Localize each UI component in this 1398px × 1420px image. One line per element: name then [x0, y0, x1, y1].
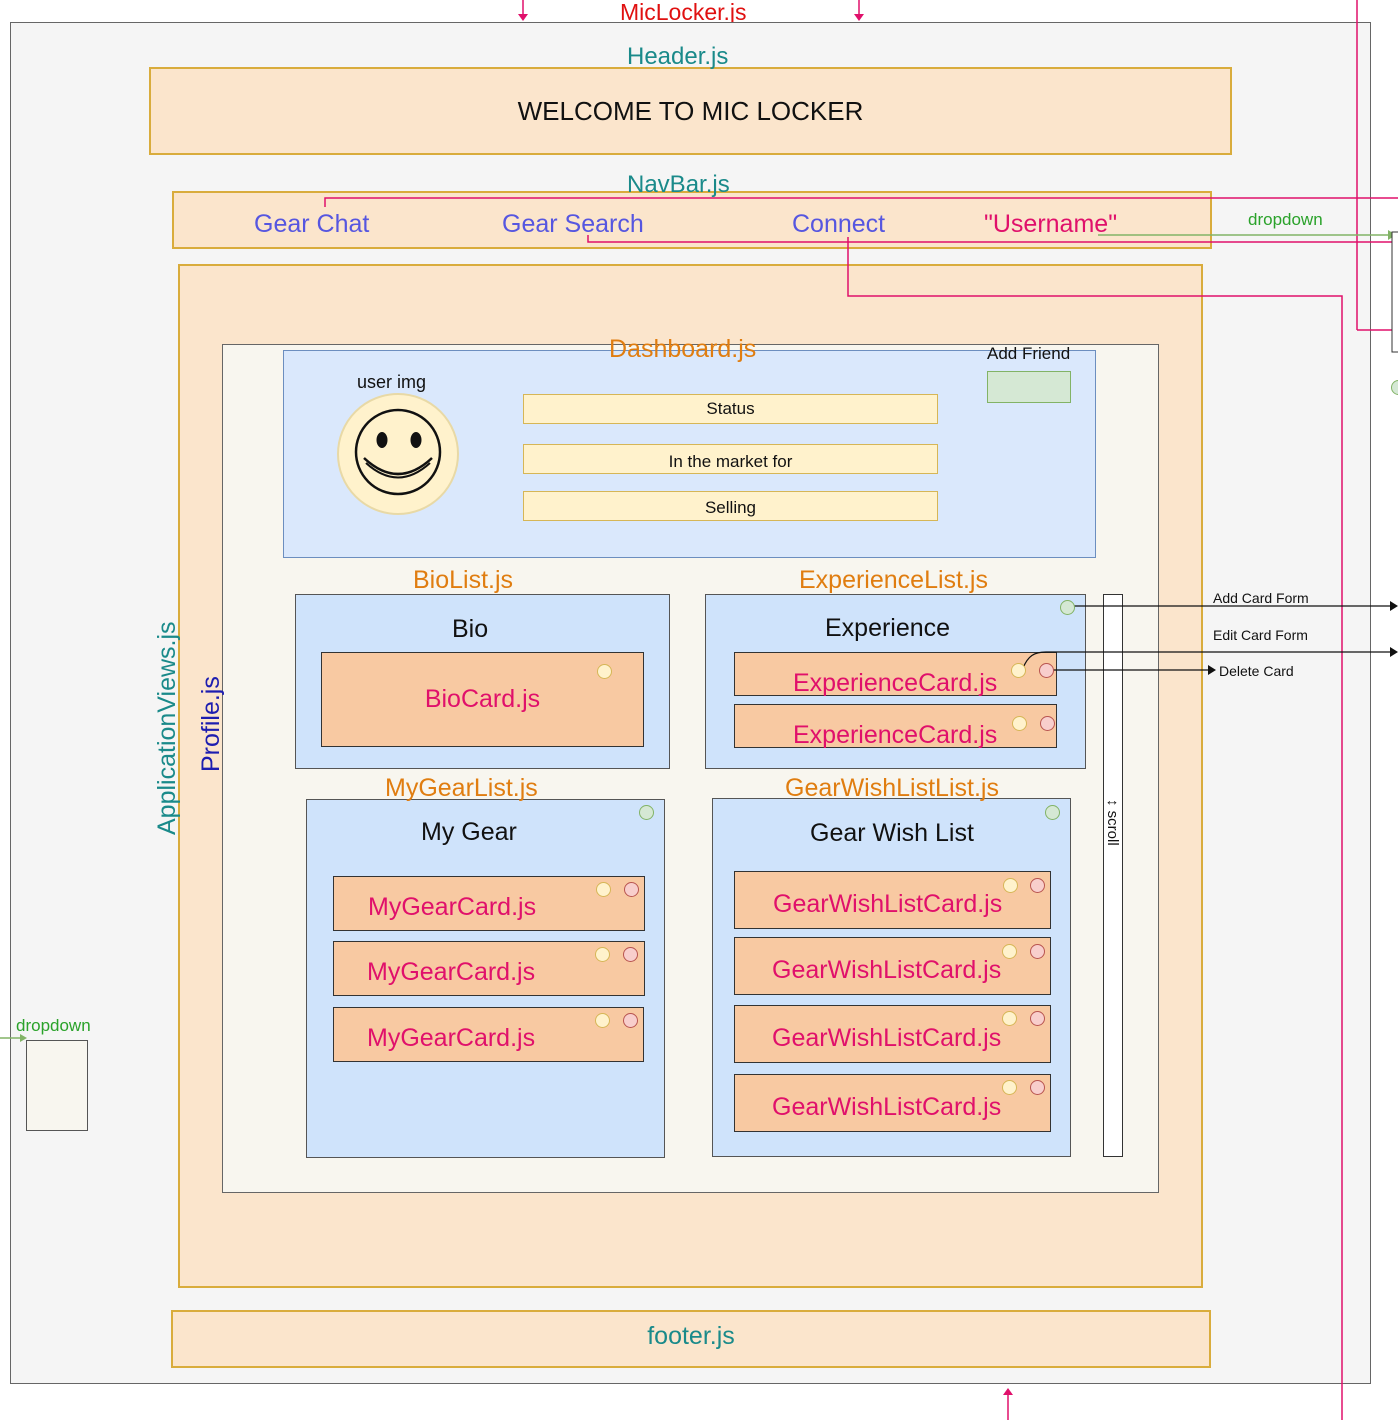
- bio-card-edit-icon[interactable]: [597, 664, 612, 679]
- nav-link-gear-search[interactable]: Gear Search: [502, 210, 644, 238]
- add-friend-button[interactable]: [987, 371, 1071, 403]
- gear-wish-list-card-2-label: GearWishListCard.js: [772, 956, 1002, 984]
- my-gear-card-2-edit-icon[interactable]: [595, 947, 610, 962]
- user-img-label: user img: [357, 372, 427, 392]
- selling-field-label: Selling: [704, 498, 757, 517]
- experience-card-1-edit-icon[interactable]: [1011, 663, 1026, 678]
- experience-card-1[interactable]: ExperienceCard.js: [734, 652, 1057, 696]
- nav-link-connect[interactable]: Connect: [792, 210, 886, 238]
- header-component-label: Header.js: [627, 43, 729, 70]
- gear-wish-list-card-3-label: GearWishListCard.js: [772, 1024, 1002, 1052]
- experience-card-1-label: ExperienceCard.js: [793, 669, 998, 697]
- my-gear-add-icon[interactable]: [639, 805, 654, 820]
- selling-field[interactable]: Selling: [523, 491, 938, 521]
- experience-card-2-label: ExperienceCard.js: [793, 721, 998, 749]
- edit-card-form-label: Edit Card Form: [1213, 627, 1308, 643]
- add-card-form-label: Add Card Form: [1213, 590, 1309, 606]
- scroll-label: ↕ scroll: [1104, 799, 1121, 846]
- nav-link-gear-chat[interactable]: Gear Chat: [254, 210, 370, 238]
- header-box: WELCOME TO MIC LOCKER: [149, 67, 1232, 155]
- navbar-component-label: NavBar.js: [627, 171, 730, 198]
- user-avatar-smiley-icon: [337, 393, 459, 515]
- my-gear-card-2-delete-icon[interactable]: [623, 947, 638, 962]
- left-dropdown-box[interactable]: [26, 1040, 88, 1131]
- gear-wish-list-add-icon[interactable]: [1045, 805, 1060, 820]
- add-friend-label: Add Friend: [987, 344, 1071, 363]
- application-views-label: ApplicationViews.js: [153, 621, 181, 835]
- welcome-title: WELCOME TO MIC LOCKER: [517, 95, 864, 126]
- gear-wish-list-card-4-label: GearWishListCard.js: [772, 1093, 1002, 1121]
- dashboard-label: Dashboard.js: [609, 335, 757, 363]
- status-field[interactable]: Status: [523, 394, 938, 424]
- gear-wish-list-heading: Gear Wish List: [810, 819, 974, 847]
- my-gear-card-1-edit-icon[interactable]: [596, 882, 611, 897]
- my-gear-card-3-edit-icon[interactable]: [595, 1013, 610, 1028]
- gear-wish-list-card-1[interactable]: GearWishListCard.js: [734, 871, 1051, 929]
- bio-card-label: BioCard.js: [424, 685, 541, 713]
- my-gear-card-1[interactable]: MyGearCard.js: [333, 876, 645, 931]
- market-for-field[interactable]: In the market for: [523, 444, 938, 474]
- navbar-dropdown-label: dropdown: [1248, 210, 1323, 229]
- delete-card-label: Delete Card: [1219, 663, 1294, 679]
- market-for-field-label: In the market for: [668, 452, 793, 471]
- gear-wish-list-card-4-delete-icon[interactable]: [1030, 1080, 1045, 1095]
- my-gear-card-2[interactable]: MyGearCard.js: [333, 941, 645, 996]
- scrollbar[interactable]: ↕ scroll: [1103, 594, 1123, 1157]
- my-gear-card-2-label: MyGearCard.js: [367, 958, 536, 986]
- experiencelist-label: ExperienceList.js: [799, 566, 988, 594]
- gearwishlistlist-label: GearWishListList.js: [785, 774, 999, 802]
- experience-heading: Experience: [825, 614, 951, 642]
- gear-wish-list-card-4-edit-icon[interactable]: [1002, 1080, 1017, 1095]
- gear-wish-list-card-2-delete-icon[interactable]: [1030, 944, 1045, 959]
- my-gear-card-3-delete-icon[interactable]: [623, 1013, 638, 1028]
- gear-wish-list-card-1-delete-icon[interactable]: [1030, 878, 1045, 893]
- gear-wish-list-card-2-edit-icon[interactable]: [1002, 944, 1017, 959]
- experience-add-icon[interactable]: [1060, 600, 1075, 615]
- my-gear-card-3-label: MyGearCard.js: [367, 1024, 536, 1052]
- experience-card-1-delete-icon[interactable]: [1039, 663, 1054, 678]
- experience-card-2-delete-icon[interactable]: [1040, 716, 1055, 731]
- gear-wish-list-card-3-edit-icon[interactable]: [1002, 1011, 1017, 1026]
- offscreen-node-icon: [1391, 380, 1398, 395]
- nav-link-username[interactable]: "Username": [984, 210, 1118, 238]
- biolist-label: BioList.js: [413, 566, 514, 594]
- bio-card[interactable]: BioCard.js: [321, 652, 644, 747]
- footer-box: footer.js: [171, 1310, 1211, 1368]
- profile-label: Profile.js: [197, 676, 225, 772]
- bio-heading: Bio: [452, 615, 489, 643]
- experience-card-2[interactable]: ExperienceCard.js: [734, 704, 1057, 748]
- mygearlist-label: MyGearList.js: [385, 774, 538, 802]
- gear-wish-list-card-3-delete-icon[interactable]: [1030, 1011, 1045, 1026]
- gear-wish-list-card-1-label: GearWishListCard.js: [773, 890, 1003, 918]
- gear-wish-list-card-1-edit-icon[interactable]: [1003, 878, 1018, 893]
- experience-card-2-edit-icon[interactable]: [1012, 716, 1027, 731]
- my-gear-card-1-label: MyGearCard.js: [368, 893, 537, 921]
- my-gear-card-1-delete-icon[interactable]: [624, 882, 639, 897]
- my-gear-card-3[interactable]: MyGearCard.js: [333, 1007, 644, 1062]
- my-gear-heading: My Gear: [421, 818, 517, 846]
- app-title: MicLocker.js: [620, 0, 747, 25]
- left-dropdown-label: dropdown: [16, 1016, 91, 1035]
- footer-label: footer.js: [647, 1321, 735, 1350]
- status-field-label: Status: [706, 399, 755, 418]
